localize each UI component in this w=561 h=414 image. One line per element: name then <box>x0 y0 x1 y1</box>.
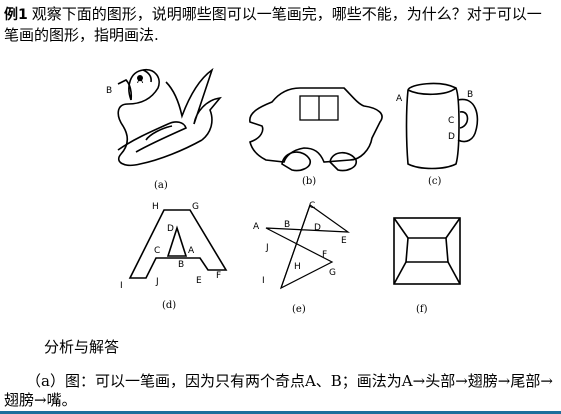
figure-b-car <box>249 87 383 172</box>
caption-c: (c) <box>428 176 442 187</box>
point-label-a-B: B <box>106 86 113 96</box>
point-label-e-F: F <box>322 250 328 260</box>
figure-a-swan <box>117 67 222 167</box>
point-label-d-I: I <box>120 281 123 291</box>
point-label-d-F: F <box>216 271 222 281</box>
point-label-d-C: C <box>154 246 161 256</box>
point-label-c-D: D <box>448 132 455 142</box>
point-label-e-G: G <box>329 268 336 278</box>
point-label-d-A: A <box>188 246 195 256</box>
point-label-d-B: B <box>178 260 185 270</box>
point-label-e-I: I <box>262 276 265 286</box>
point-label-e-J: J <box>266 243 269 253</box>
figure-e-star <box>265 204 351 290</box>
point-label-c-A: A <box>396 94 403 104</box>
figure-c-cup <box>405 82 479 170</box>
answer-text: （a）图：可以一笔画，因为只有两个奇点A、B；画法为A→头部→翅膀→尾部→翅膀→… <box>4 372 553 409</box>
bottom-accent-bar <box>0 411 561 414</box>
point-label-e-H: H <box>294 262 301 272</box>
point-label-a-A: A <box>137 76 144 86</box>
analysis-heading: 分析与解答 <box>44 338 120 356</box>
point-label-d-H: H <box>152 202 159 212</box>
caption-b: (b) <box>302 176 317 187</box>
point-label-e-B: B <box>284 220 291 230</box>
point-label-e-C: C <box>309 201 316 211</box>
figure-f-frame <box>393 217 461 285</box>
point-label-d-E: E <box>196 276 202 286</box>
figure-d-letter-a <box>128 209 228 279</box>
caption-a: (a) <box>154 180 168 191</box>
caption-f: (f) <box>416 304 428 315</box>
caption-e: (e) <box>292 304 306 315</box>
point-label-d-G: G <box>192 202 199 212</box>
caption-d: (d) <box>162 300 177 311</box>
point-label-d-D: D <box>167 224 174 234</box>
point-label-d-J: J <box>156 277 159 287</box>
point-label-e-E: E <box>341 236 347 246</box>
point-label-e-D: D <box>314 223 321 233</box>
example-label: 例1 <box>4 7 28 23</box>
point-label-c-C: C <box>448 116 455 126</box>
point-label-e-A: A <box>253 222 260 232</box>
question-body: 观察下面的图形，说明哪些图可以一笔画完，哪些不能，为什么？对于可以一笔画的图形，… <box>4 5 542 44</box>
point-label-c-B: B <box>467 90 474 100</box>
